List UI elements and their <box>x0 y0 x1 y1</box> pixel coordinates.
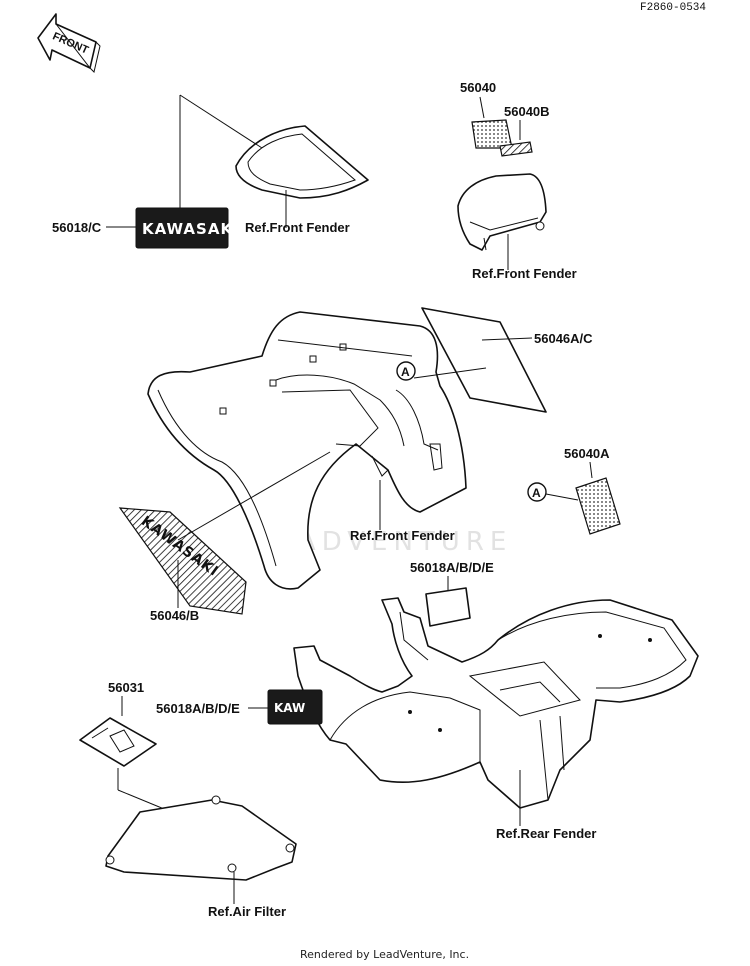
decal-56031 <box>79 717 157 767</box>
decal-56018c-text: KAWASAKI <box>142 220 240 238</box>
decal-56046b: KAWASAKI <box>118 507 247 615</box>
label-ref-front-fender-1: Ref.Front Fender <box>245 220 350 235</box>
label-ref-front-fender-2: Ref.Front Fender <box>472 266 577 281</box>
label-56031: 56031 <box>108 680 144 695</box>
decal-56018c: KAWASAKI <box>135 207 240 249</box>
footer-credit: Rendered by LeadVenture, Inc. <box>300 948 469 961</box>
rear-fender-body <box>293 597 699 809</box>
air-filter-cover <box>105 795 297 881</box>
decal-56018abde-upper <box>425 587 471 627</box>
decal-56040b <box>499 141 533 157</box>
callout-a-2-letter: A <box>532 486 541 500</box>
label-56040: 56040 <box>460 80 496 95</box>
decal-56040 <box>471 119 513 149</box>
label-56046ac: 56046A/C <box>534 331 593 346</box>
label-ref-air-filter: Ref.Air Filter <box>208 904 286 919</box>
callout-a-2 <box>527 482 547 502</box>
front-fender-visor <box>235 125 369 199</box>
label-56040b: 56040B <box>504 104 550 119</box>
front-arrow-icon: FRONT <box>37 13 101 73</box>
label-ref-front-fender-3: Ref.Front Fender <box>350 528 455 543</box>
decal-56018abde-lower: KAW <box>267 689 323 725</box>
callout-a-1-letter: A <box>401 365 410 379</box>
label-56018abde-2: 56018A/B/D/E <box>156 701 240 716</box>
callout-a-1 <box>396 361 416 381</box>
decal-56040a <box>575 477 621 535</box>
label-56046b: 56046/B <box>150 608 199 623</box>
label-56040a: 56040A <box>564 446 610 461</box>
label-56018abde-1: 56018A/B/D/E <box>410 560 494 575</box>
decal-56046ac <box>421 307 547 413</box>
front-fender-seat-panel <box>457 173 547 251</box>
front-fender-body <box>147 311 467 590</box>
label-ref-rear-fender: Ref.Rear Fender <box>496 826 596 841</box>
diagram-code: F2860-0534 <box>640 2 706 14</box>
label-56018c: 56018/C <box>52 220 102 235</box>
decal-56018abde-text: KAW <box>274 701 305 715</box>
